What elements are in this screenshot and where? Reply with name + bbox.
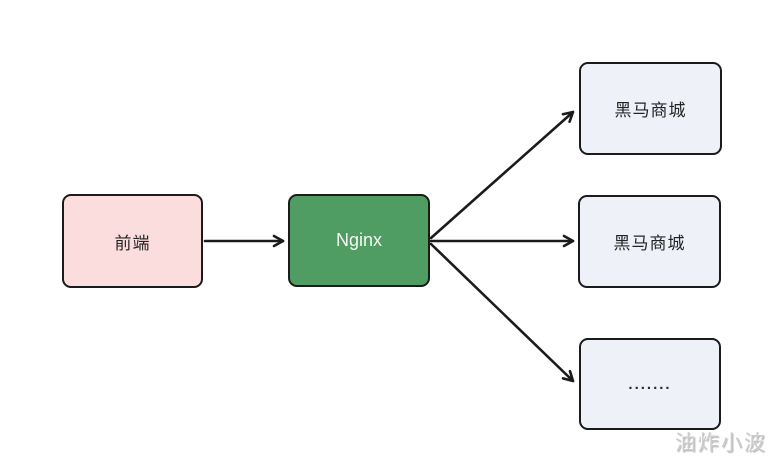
node-ellipsis-label: ....... — [628, 375, 672, 393]
node-mall-2: 黑马商城 — [578, 195, 721, 288]
node-ellipsis: ....... — [579, 338, 721, 430]
node-mall-1-label: 黑马商城 — [614, 101, 687, 120]
node-mall-1: 黑马商城 — [579, 62, 722, 155]
node-frontend-label: 前端 — [114, 233, 151, 253]
node-nginx-label: Nginx — [335, 230, 383, 250]
edge-nginx-to-ellipsis — [429, 242, 575, 383]
watermark-text: 油炸小波 — [675, 432, 767, 455]
node-frontend: 前端 — [62, 194, 203, 288]
node-nginx: Nginx — [288, 194, 430, 287]
node-mall-2-label: 黑马商城 — [613, 234, 686, 253]
edge-nginx-to-mall-1 — [429, 110, 575, 240]
